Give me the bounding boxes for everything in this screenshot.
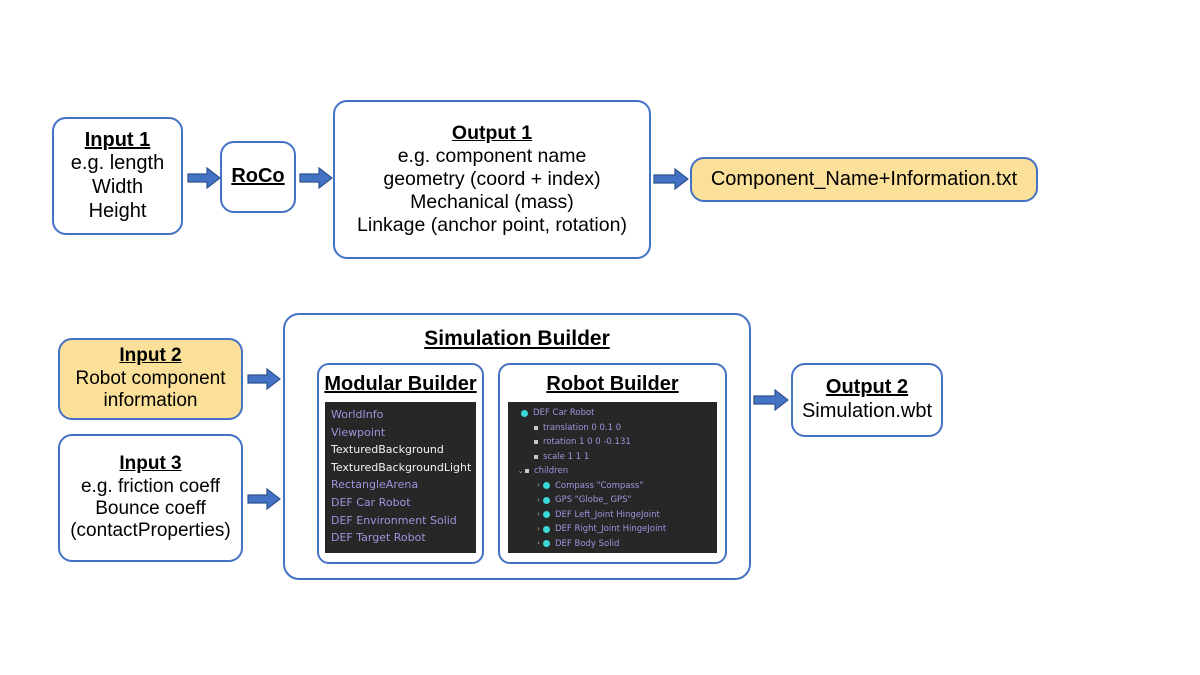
field-square-icon [534,454,538,459]
arrow-simulation-builder-to-output2 [753,389,789,411]
input2-box: Input 2 Robot component information [58,338,243,420]
field-square-icon [534,440,538,445]
node-cyan-icon [543,525,550,533]
tree-row-label: DEF Left_Joint HingeJoint [555,509,660,520]
node-cyan-icon [543,540,550,548]
output1-line-1: e.g. component name [397,145,587,167]
arrow-input1-to-roco [187,167,221,189]
input2-title: Input 2 [119,345,182,367]
node-cyan-icon [543,511,550,519]
robot-builder-scene-tree[interactable]: DEF Car Robot translation 0 0.1 0 rotati… [508,402,717,553]
output1-line-3: Mechanical (mass) [410,191,574,213]
input1-line-1: e.g. length [70,152,165,175]
tree-row-label: Compass "Compass" [555,480,644,491]
input3-title: Input 3 [119,453,182,475]
field-square-icon [534,425,538,430]
chevron-down-icon[interactable]: ⌄ [517,466,524,475]
node-cyan-icon [521,409,528,417]
output1-title: Output 1 [451,122,533,144]
simulation-builder-title: Simulation Builder [424,327,610,350]
chevron-right-icon[interactable]: › [537,524,540,533]
output2-box: Output 2 Simulation.wbt [791,363,943,437]
robot-builder-title: Robot Builder [546,373,679,395]
tree-row[interactable]: › DEF Right_Joint HingeJoint [512,522,717,537]
list-item[interactable]: Viewpoint [331,425,386,439]
input3-box: Input 3 e.g. friction coeff Bounce coeff… [58,434,243,562]
component-file-box: Component_Name+Information.txt [690,157,1038,202]
modular-builder-node-list[interactable]: WorldInfo Viewpoint TexturedBackground T… [325,402,476,553]
arrow-input2-to-simulation-builder [247,368,281,390]
tree-row-label: children [534,466,569,476]
tree-row-label: rotation 1 0 0 -0.131 [543,437,631,447]
input2-line-2: information [103,390,198,412]
input1-line-3: Height [88,199,147,222]
input3-line-3: (contactProperties) [70,520,231,542]
tree-row[interactable]: rotation 1 0 0 -0.131 [512,435,717,450]
robot-builder-panel: Robot Builder DEF Car Robot translation … [498,363,727,564]
output2-title: Output 2 [825,376,909,399]
field-square-icon [525,469,529,474]
arrow-output1-to-component-file [653,168,689,190]
list-item[interactable]: DEF Environment Solid [331,513,457,527]
list-item[interactable]: WorldInfo [331,408,384,421]
output1-line-4: Linkage (anchor point, rotation) [357,214,627,236]
list-item[interactable]: TexturedBackground [331,443,444,457]
arrow-input3-to-simulation-builder [247,488,281,510]
tree-row-label: scale 1 1 1 [543,451,590,462]
chevron-right-icon[interactable]: › [537,481,540,490]
list-item[interactable]: DEF Car Robot [331,495,411,509]
input1-box: Input 1 e.g. length Width Height [52,117,183,235]
tree-row-label: translation 0 0.1 0 [543,422,622,433]
chevron-right-icon[interactable]: › [537,539,540,548]
node-cyan-icon [543,482,550,490]
modular-builder-panel: Modular Builder WorldInfo Viewpoint Text… [317,363,484,564]
component-file-label: Component_Name+Information.txt [710,167,1018,190]
arrow-roco-to-output1 [299,167,333,189]
list-item[interactable]: DEF Target Robot [331,531,426,545]
output1-box: Output 1 e.g. component name geometry (c… [333,100,651,259]
list-item[interactable]: RectangleArena [331,478,419,492]
tree-row-label: GPS "Globe_ GPS" [555,495,632,505]
tree-row[interactable]: › DEF Body Solid [512,537,717,552]
roco-title: RoCo [231,165,285,188]
output2-line-1: Simulation.wbt [801,400,933,422]
input3-line-2: Bounce coeff [95,498,206,519]
roco-box: RoCo [220,141,296,213]
tree-row-label: DEF Right_Joint HingeJoint [555,524,667,534]
tree-row[interactable]: DEF Car Robot [512,406,717,421]
list-item[interactable]: TexturedBackgroundLight [331,460,472,474]
tree-row[interactable]: › DEF Left_Joint HingeJoint [512,508,717,523]
tree-row-label: DEF Car Robot [533,408,595,418]
output1-line-2: geometry (coord + index) [383,168,601,190]
chevron-right-icon[interactable]: › [537,510,540,519]
tree-row[interactable]: scale 1 1 1 [512,450,717,465]
node-cyan-icon [543,496,550,504]
tree-row-label: DEF Body Solid [555,538,620,549]
tree-row[interactable]: ⌄ children [512,464,717,479]
tree-row[interactable]: › GPS "Globe_ GPS" [512,493,717,508]
modular-builder-title: Modular Builder [324,373,477,395]
input2-line-1: Robot component [75,367,226,389]
tree-row[interactable]: › Compass "Compass" [512,479,717,494]
input3-line-1: e.g. friction coeff [80,475,221,497]
chevron-right-icon[interactable]: › [537,495,540,504]
input1-line-2: Width [91,176,144,198]
tree-row[interactable]: translation 0 0.1 0 [512,421,717,436]
input1-title: Input 1 [84,128,151,151]
